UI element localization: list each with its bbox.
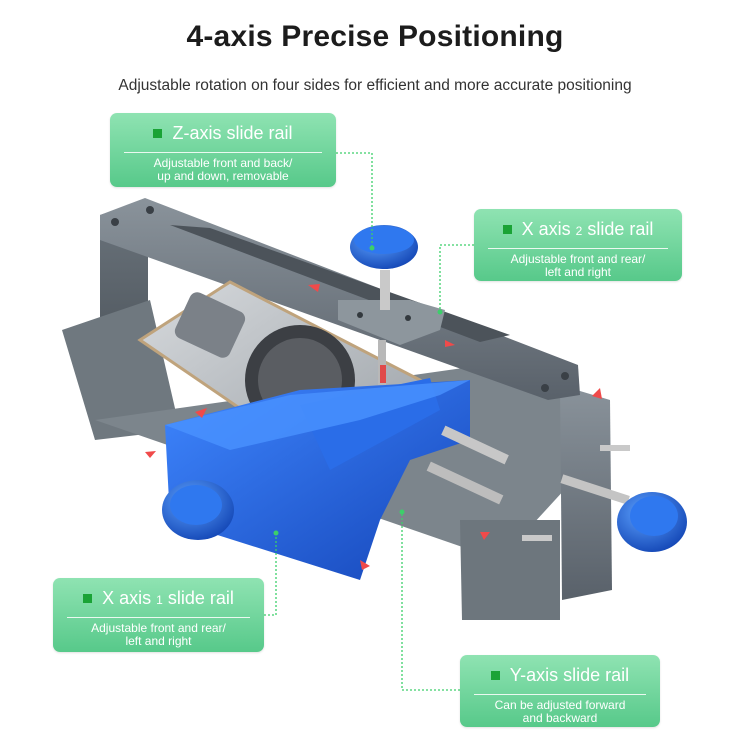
callout-y-axis: Y-axis slide rail Can be adjusted forwar…: [460, 655, 660, 727]
z-screw-shaft: [380, 270, 390, 310]
leader-line-x2: [439, 244, 474, 312]
beam-screw: [561, 372, 569, 380]
page-subtitle: Adjustable rotation on four sides for ef…: [118, 77, 632, 94]
frame-right-upright: [560, 385, 612, 600]
beam-screw: [541, 384, 549, 392]
callout-title: Y-axis slide rail: [509, 664, 630, 685]
x1-clamp-top: [165, 380, 470, 450]
callout-title: Z-axis slide rail: [172, 122, 293, 143]
direction-arrow: [480, 532, 490, 540]
bullet-icon: [153, 128, 163, 138]
divider: [488, 248, 668, 249]
direction-arrow: [445, 340, 455, 347]
callout-z-axis: Z-axis slide rail Adjustable front and b…: [110, 113, 336, 187]
divider: [474, 694, 646, 695]
callout-description: Adjustable front and back/ up and down, …: [153, 156, 293, 183]
frame-right-foot: [460, 520, 560, 620]
bullet-icon: [490, 670, 500, 680]
page-title: 4-axis Precise Positioning: [186, 20, 564, 53]
leader-line-y: [401, 512, 460, 691]
right-lead-screw: [560, 474, 630, 505]
callout-description: Can be adjusted forward and backward: [494, 698, 626, 725]
beam-screw: [146, 206, 154, 214]
direction-arrow: [360, 560, 370, 570]
y-lead-screw: [441, 425, 509, 465]
callout-x-axis-1: X axis 1 slide rail Adjustable front and…: [53, 578, 264, 652]
leader-line-x1: [264, 533, 277, 616]
beam-screw: [111, 218, 119, 226]
direction-arrow: [308, 284, 320, 292]
direction-arrow: [592, 388, 602, 399]
divider: [67, 617, 250, 618]
callout-x-axis-2: X axis 2 slide rail Adjustable front and…: [474, 209, 682, 281]
callout-description: Adjustable front and rear/ left and righ…: [91, 621, 226, 648]
direction-arrow: [145, 451, 156, 458]
callout-description: Adjustable front and rear/ left and righ…: [510, 252, 646, 279]
direction-arrow: [195, 408, 207, 418]
bullet-icon: [83, 593, 93, 603]
z-carriage: [338, 300, 445, 345]
divider: [124, 152, 322, 153]
top-beam: [100, 198, 580, 400]
callout-title: X axis 1 slide rail: [102, 587, 234, 608]
leader-line-z: [336, 152, 373, 248]
callout-title: X axis 2 slide rail: [521, 218, 654, 239]
bullet-icon: [502, 224, 512, 234]
